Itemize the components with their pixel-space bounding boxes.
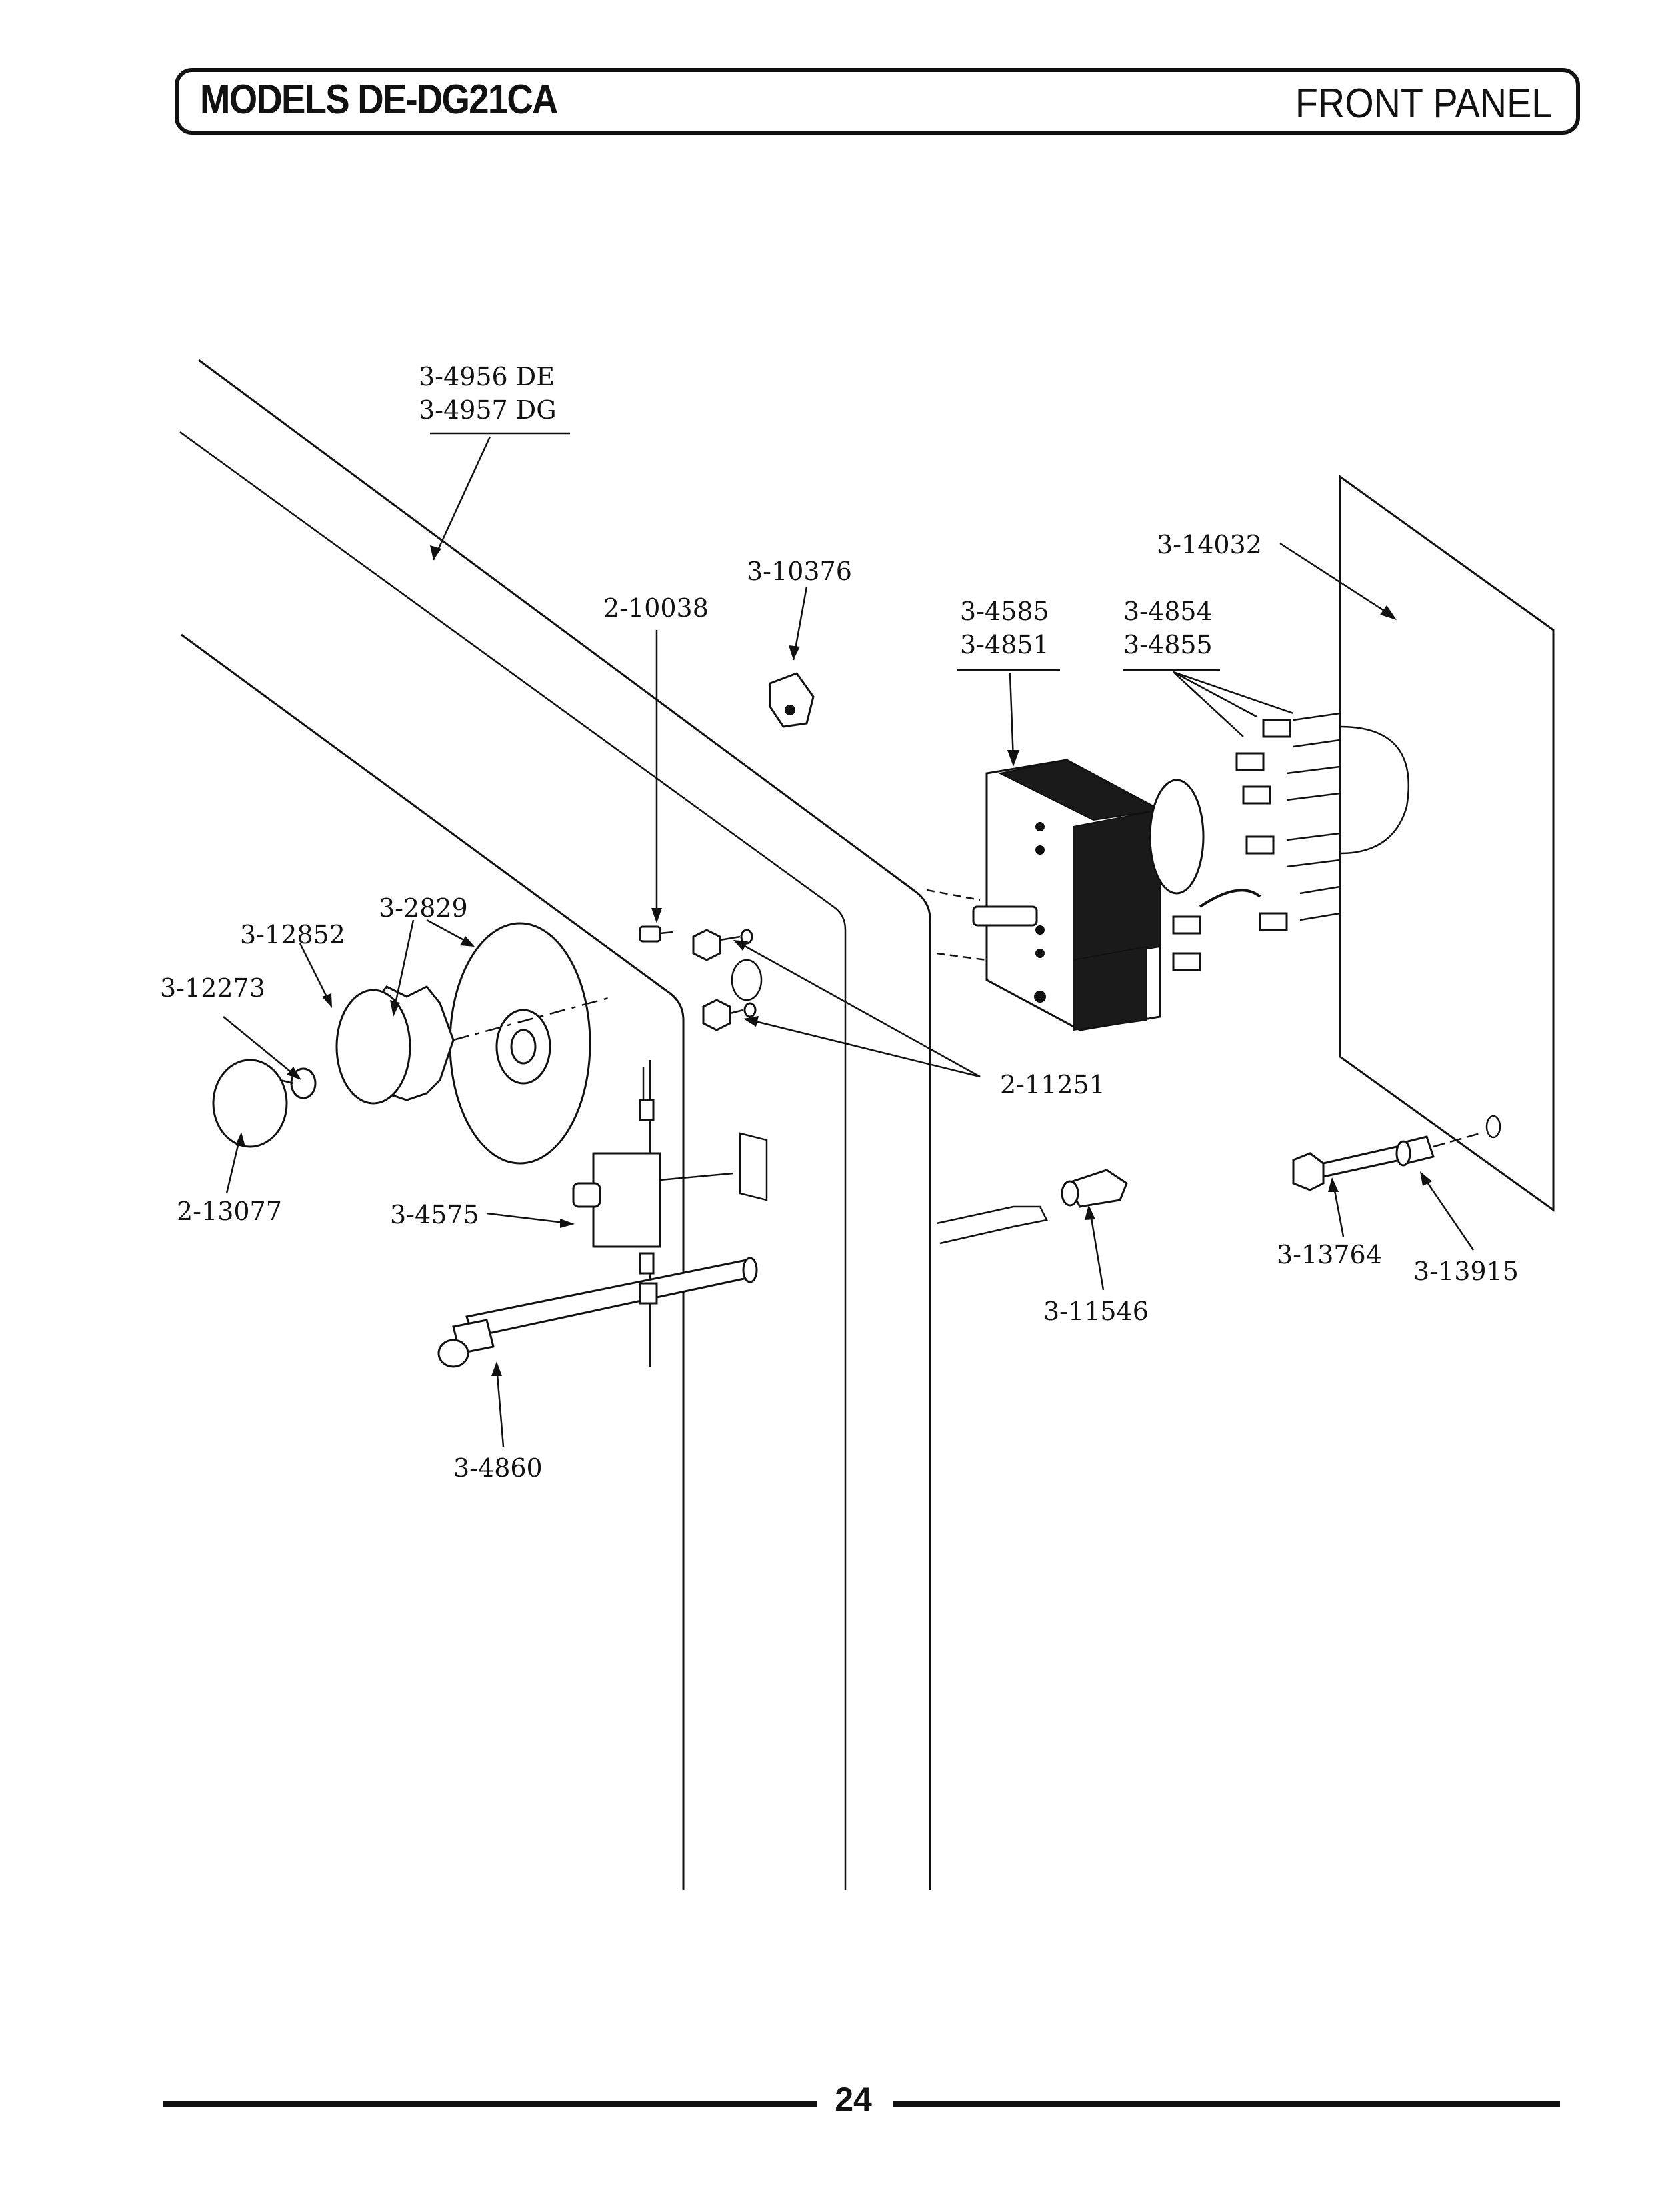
timer-unit (926, 759, 1205, 1031)
label-timer-b: 3-4851 (960, 630, 1049, 659)
label-knob-insert: 3-12852 (240, 920, 345, 949)
clip-part (769, 672, 815, 728)
label-top-panel-de: 3-4956 DE (419, 362, 555, 391)
models-title: MODELS DE-DG21CA (200, 77, 558, 123)
cabinet-outline (179, 359, 931, 1890)
label-wire-nut: 3-11546 (1043, 1297, 1149, 1326)
header-frame (175, 68, 1580, 135)
back-panel-plate (1339, 475, 1555, 1212)
label-clip: 3-10376 (747, 557, 852, 586)
label-harness-b: 3-4855 (1123, 630, 1213, 659)
bolt-spacer (1292, 1115, 1501, 1191)
label-top-panel-dg: 3-4957 DG (419, 395, 557, 425)
page-number: 24 (835, 2081, 872, 2118)
wiring-harness (1172, 712, 1410, 971)
label-knob-nut: 3-12273 (160, 973, 265, 1003)
push-rod-assembly (437, 1257, 758, 1368)
section-title: FRONT PANEL (1295, 81, 1552, 127)
wire-nut-terminal (936, 1169, 1128, 1245)
label-switch: 3-4575 (390, 1200, 479, 1229)
footer-rule-right (893, 2101, 1560, 2107)
label-harness-a: 3-4854 (1123, 597, 1213, 626)
label-knob-cap: 2-13077 (177, 1197, 282, 1226)
screws (639, 925, 763, 1031)
label-spacer: 3-13915 (1413, 1257, 1519, 1286)
label-screws: 2-11251 (1000, 1070, 1105, 1099)
label-bolt: 3-13764 (1277, 1240, 1382, 1269)
knob-assembly (212, 922, 614, 1165)
label-push-button: 3-4860 (453, 1453, 543, 1483)
label-skirt: 3-2829 (379, 893, 468, 923)
leader-lines (223, 432, 1475, 1447)
label-timer-a: 3-4585 (960, 597, 1049, 626)
label-screw-small: 2-10038 (603, 593, 709, 623)
label-backsplash: 3-14032 (1157, 530, 1262, 559)
footer-rule-left (163, 2101, 817, 2107)
part-labels: 3-4956 DE 3-4957 DG 3-10376 2-10038 3-45… (160, 362, 1519, 1483)
switch-assembly (572, 1060, 768, 1367)
